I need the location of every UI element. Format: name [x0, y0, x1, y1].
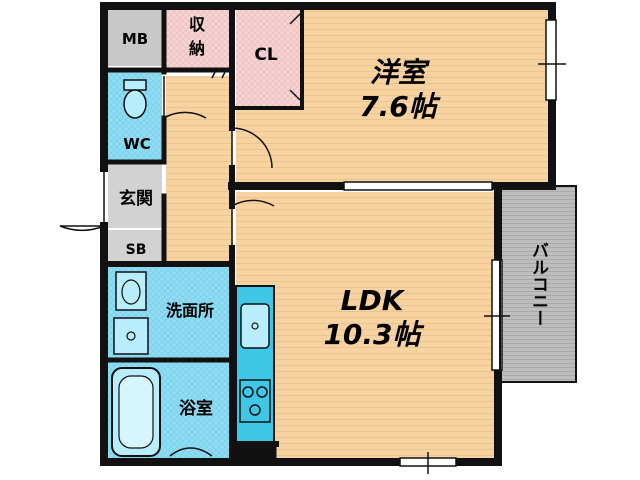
balcony-label: バルコニー: [528, 241, 549, 326]
doors: [59, 13, 301, 361]
burner-icon: [242, 386, 254, 398]
mb-floor: [108, 8, 162, 66]
washing-machine-pan: [113, 317, 149, 355]
bathtub-inner: [118, 375, 154, 449]
bathroom-label: 浴室: [179, 398, 213, 419]
windows: [343, 19, 566, 474]
closet-label: CL: [254, 45, 277, 65]
ldk-label: LDK: [341, 284, 406, 317]
burner-icon: [249, 404, 261, 416]
washroom-label: 洗面所: [166, 301, 214, 320]
ldk-floor: [236, 192, 494, 460]
kitchen-sink: [240, 303, 270, 349]
hallway-floor: [166, 76, 232, 262]
toilet-bowl: [123, 89, 147, 119]
washbasin-bowl: [121, 279, 141, 305]
bath-door: [169, 447, 213, 457]
burner-icon: [256, 386, 268, 398]
balcony-rail: [499, 185, 577, 383]
western-room-size: 7.6帖: [359, 90, 441, 123]
entrance-label: 玄関: [119, 188, 153, 209]
storage-label-2: 納: [189, 39, 205, 58]
storage-floor: [166, 8, 230, 70]
closet-floor: [236, 8, 300, 108]
toilet-tank: [123, 79, 147, 91]
mb-label: MB: [122, 30, 148, 48]
toilet-label: WC: [123, 135, 151, 153]
storage-label-1: 収: [189, 15, 206, 34]
ldk-size: 10.3帖: [323, 318, 424, 351]
balcony-floor: [500, 186, 576, 382]
shoe-box-label: SB: [126, 242, 147, 258]
drain-icon: [126, 331, 136, 341]
western-room-label: 洋室: [370, 56, 430, 89]
washbasin: [115, 271, 147, 311]
entrance-floor: [108, 164, 162, 228]
shoe-box-floor: [108, 230, 162, 262]
sink-drain: [251, 322, 259, 330]
